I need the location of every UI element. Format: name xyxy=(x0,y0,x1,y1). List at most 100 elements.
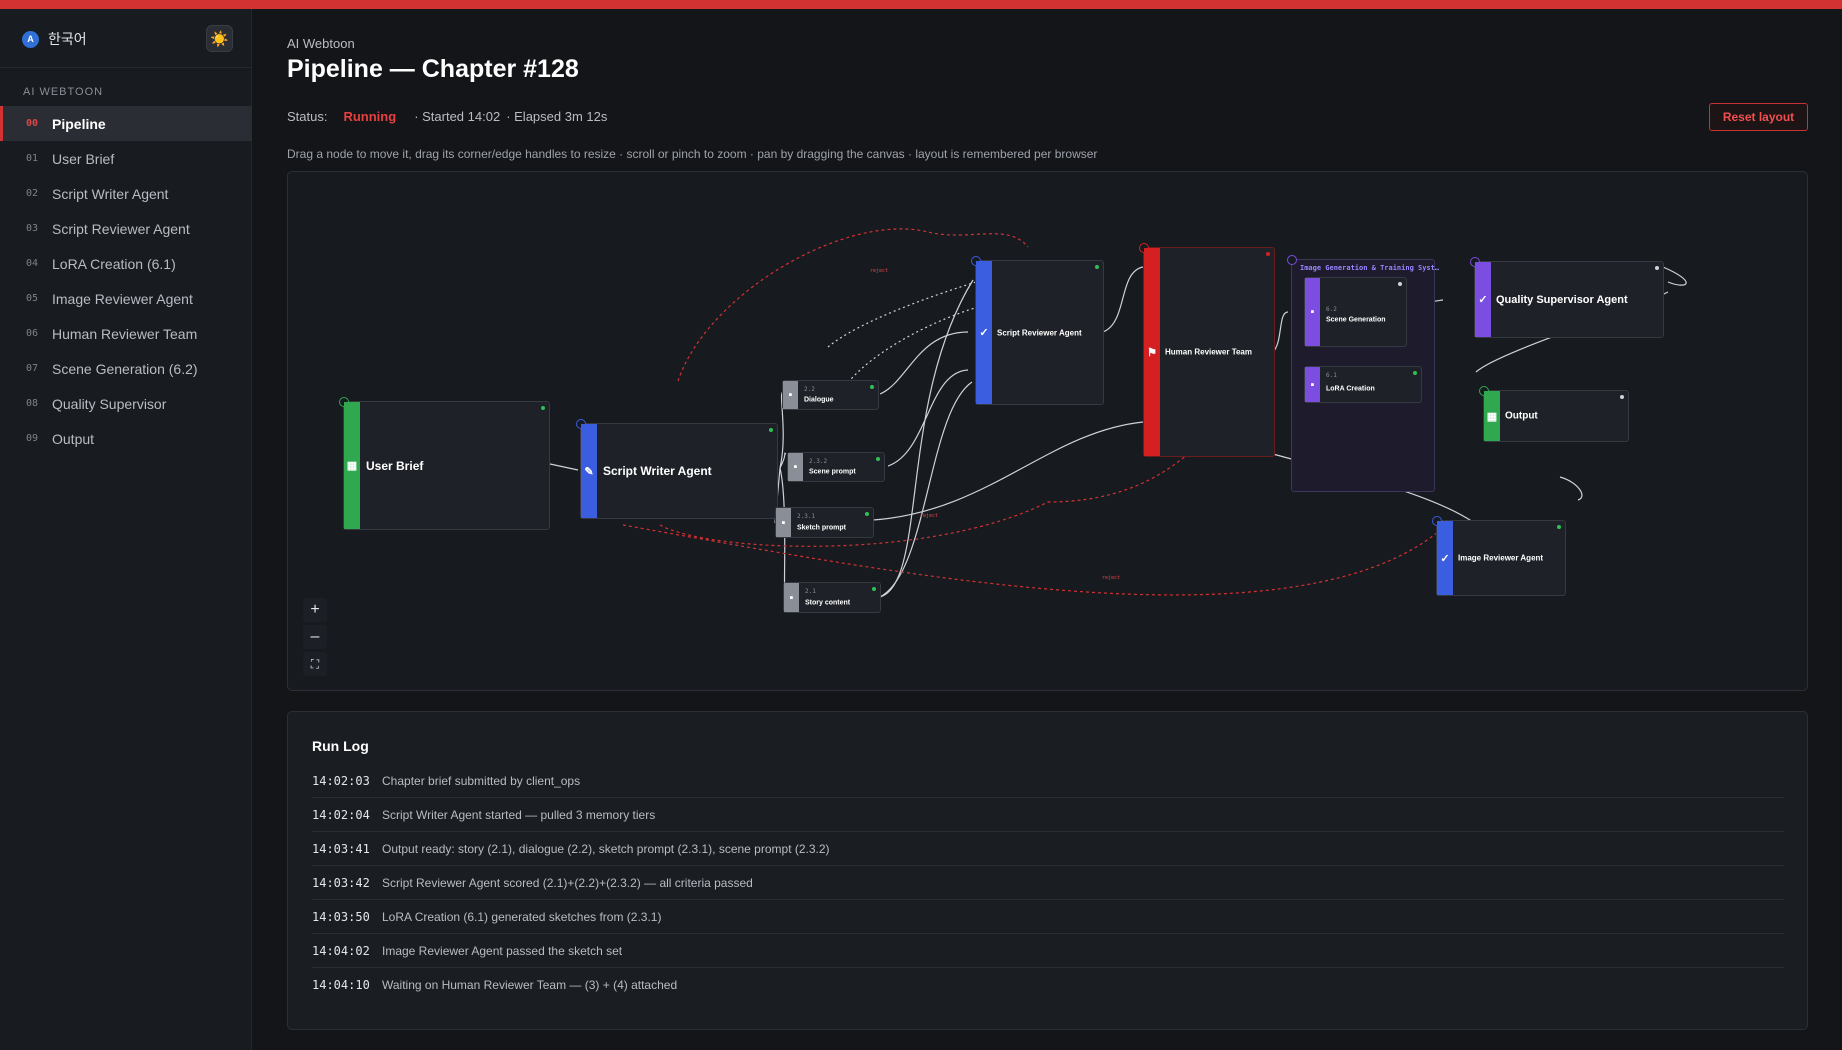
nav-label: Image Reviewer Agent xyxy=(52,290,193,307)
edge-reject-image xyxy=(622,524,1439,596)
nav-number: 00 xyxy=(26,118,39,129)
canvas-hint: Drag a node to move it, drag its corner/… xyxy=(287,147,1098,161)
note-icon: ▦ xyxy=(344,402,360,529)
node-output[interactable]: ▦ Output xyxy=(1479,386,1629,442)
output-icon: ▦ xyxy=(1484,391,1500,441)
pencil-icon: ✎ xyxy=(581,424,597,518)
nav-label: Output xyxy=(52,430,95,447)
zoom-in-button[interactable]: + xyxy=(303,598,327,622)
node-label: Story content xyxy=(805,599,851,607)
zoom-out-button[interactable]: – xyxy=(303,625,327,649)
log-time: 14:02:03 xyxy=(312,773,370,788)
run-log-list: 14:02:03 Chapter brief submitted by clien… xyxy=(312,764,1784,1002)
log-text: Chapter brief submitted by client_ops xyxy=(382,773,581,788)
node-label: User Brief xyxy=(366,458,424,473)
node-label: Quality Supervisor Agent xyxy=(1496,293,1628,306)
language-switcher[interactable]: A 한국어 xyxy=(22,29,87,49)
sidebar-item-human-reviewer[interactable]: 06 Human Reviewer Team xyxy=(0,316,252,351)
node-label: Dialogue xyxy=(804,396,834,404)
node-quality-supervisor[interactable]: ✓ Quality Supervisor Agent xyxy=(1470,257,1664,338)
edge-reviewer-human xyxy=(1102,266,1144,333)
edge-story-reviewer-2 xyxy=(879,381,973,598)
nav-number: 06 xyxy=(26,328,39,339)
reset-layout-button[interactable]: Reset layout xyxy=(1709,103,1808,131)
node-code: 6.1 xyxy=(1326,372,1337,379)
sidebar-divider xyxy=(0,67,252,68)
fit-view-button[interactable]: ⛶ xyxy=(303,652,327,676)
node-lora-creation[interactable]: ▪ 6.1 LoRA Creation xyxy=(1304,366,1422,403)
main-content: AI Webtoon Pipeline — Chapter #128 Statu… xyxy=(252,9,1842,1050)
top-accent-bar xyxy=(0,0,1842,9)
status-dot xyxy=(876,457,880,461)
edge-dialogue-dotted xyxy=(827,281,977,348)
log-text: Image Reviewer Agent passed the sketch s… xyxy=(382,943,623,958)
node-label: LoRA Creation xyxy=(1326,385,1375,393)
edge-quality-loop xyxy=(1662,266,1687,286)
node-image-reviewer[interactable]: ✓ Image Reviewer Agent xyxy=(1432,516,1566,596)
status-dot xyxy=(1398,282,1402,286)
node-badge xyxy=(1287,255,1297,265)
node-label: Script Writer Agent xyxy=(603,464,712,478)
status-badge: Running xyxy=(343,109,397,124)
node-story-content[interactable]: ▪ 2.1 Story content xyxy=(783,582,881,613)
edge-brief-writer xyxy=(549,463,579,471)
flag-icon: ⚑ xyxy=(1144,248,1160,456)
edge-image-loop xyxy=(1559,476,1583,501)
node-label: Human Reviewer Team xyxy=(1165,347,1252,357)
node-script-reviewer[interactable]: ✓ Script Reviewer Agent xyxy=(971,256,1104,405)
language-label: 한국어 xyxy=(48,31,87,47)
status-dot xyxy=(872,587,876,591)
node-label: Image Reviewer Agent xyxy=(1458,553,1544,563)
run-log-title: Run Log xyxy=(312,738,369,754)
status-dot xyxy=(541,406,545,410)
nav-number: 01 xyxy=(26,153,39,164)
status-dot xyxy=(1266,252,1270,256)
status-dot xyxy=(1413,371,1417,375)
status-row: Status: Running · Started 14:02 · Elapse… xyxy=(287,109,607,124)
node-scene-prompt[interactable]: ▪ 2.3.2 Scene prompt xyxy=(787,452,885,482)
theme-toggle-button[interactable]: ☀️ xyxy=(206,25,233,52)
node-code: 2.3.1 xyxy=(797,513,816,520)
breadcrumb: AI Webtoon xyxy=(287,36,355,51)
edge-reject-writer xyxy=(677,228,1029,382)
edge-human-group xyxy=(1272,311,1289,353)
sun-icon: ☀️ xyxy=(210,30,229,48)
node-human-reviewer[interactable]: ⚑ Human Reviewer Team xyxy=(1139,243,1275,457)
nav-label: Quality Supervisor xyxy=(52,395,167,412)
node-dialogue[interactable]: ▪ 2.2 Dialogue xyxy=(782,380,879,410)
node-code: 2.3.2 xyxy=(809,458,828,465)
edge-writer-scene xyxy=(779,452,787,469)
edge-writer-dialogue xyxy=(779,391,784,469)
node-sketch-prompt[interactable]: ▪ 2.3.1 Sketch prompt xyxy=(775,507,874,538)
nav-label: Human Reviewer Team xyxy=(52,325,198,342)
pipeline-canvas[interactable]: reject reject reject ▦ User Brief ✎ Scri… xyxy=(287,171,1808,691)
nav-number: 09 xyxy=(26,433,39,444)
node-user-brief[interactable]: ▦ User Brief xyxy=(339,397,550,530)
nav-number: 03 xyxy=(26,223,39,234)
started-time: · Started 14:02 xyxy=(414,109,501,124)
node-scene-generation[interactable]: ▪ 6.2 Scene Generation xyxy=(1304,277,1407,347)
edge-scene-dotted xyxy=(832,306,979,409)
sidebar-item-output[interactable]: 09 Output xyxy=(0,421,252,456)
edge-label-reject: reject xyxy=(870,268,888,274)
node-script-writer[interactable]: ✎ Script Writer Agent xyxy=(576,419,778,519)
check-icon: ✓ xyxy=(1437,521,1453,595)
log-time: 14:03:41 xyxy=(312,841,370,856)
log-time: 14:03:50 xyxy=(312,909,370,924)
group-title: Image Generation & Training Syst… xyxy=(1300,264,1440,272)
nav-label: LoRA Creation (6.1) xyxy=(52,255,176,272)
group-image-generation[interactable]: Image Generation & Training Syst… ▪ 6.2 … xyxy=(1287,255,1439,492)
nav-number: 02 xyxy=(26,188,39,199)
